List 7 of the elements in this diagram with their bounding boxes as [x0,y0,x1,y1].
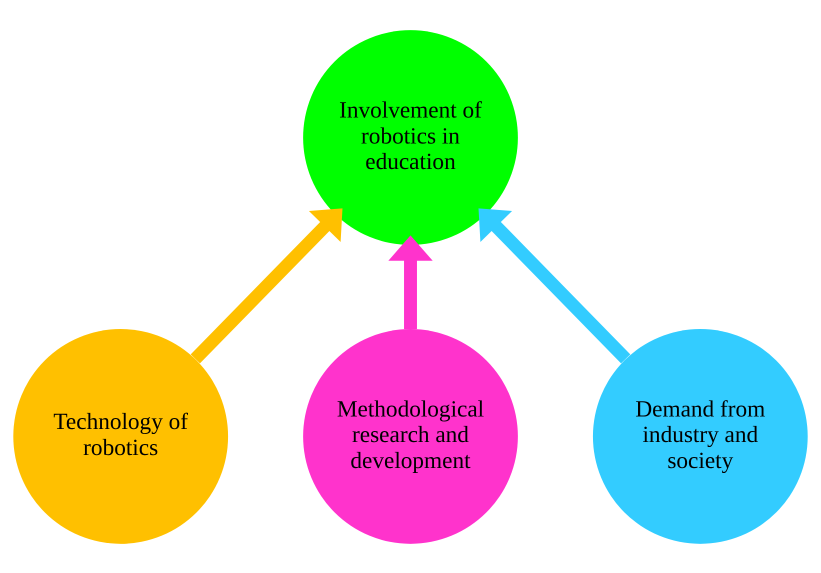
arrow [478,208,630,363]
node-circle: Demand from industry and society [592,328,808,544]
arrow [388,234,433,328]
node-circle: Methodological research and development [303,328,518,544]
node-circle: Technology of robotics [13,328,228,544]
arrow [190,208,342,363]
node-circle: Involvement of robotics in education [303,30,518,244]
